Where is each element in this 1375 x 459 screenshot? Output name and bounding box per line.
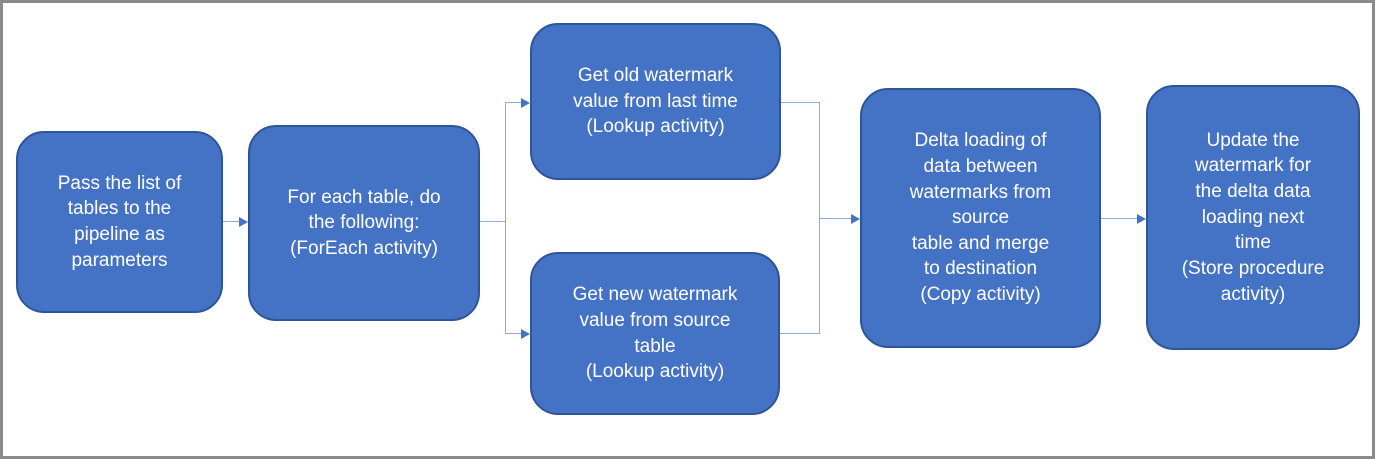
- connector-branch-vertical: [504, 102, 506, 334]
- connector-delta-to-update: [1101, 217, 1138, 219]
- arrowhead-icon: [521, 97, 530, 108]
- connector-foreach-stem: [480, 220, 506, 222]
- connector-old-to-merge: [781, 101, 820, 103]
- connector-pass-to-foreach: [223, 220, 240, 222]
- connector-new-to-merge: [780, 332, 820, 334]
- node-delta-loading: Delta loading of data between watermarks…: [860, 88, 1101, 348]
- node-get-old-watermark: Get old watermark value from last time (…: [530, 23, 781, 180]
- arrowhead-icon: [521, 328, 530, 339]
- connector-branch-to-new: [505, 332, 522, 334]
- connector-branch-to-old: [505, 101, 522, 103]
- connector-merge-to-delta: [819, 217, 852, 219]
- arrowhead-icon: [851, 213, 860, 224]
- node-get-new-watermark: Get new watermark value from source tabl…: [530, 252, 780, 415]
- arrowhead-icon: [1137, 213, 1146, 224]
- arrowhead-icon: [239, 216, 248, 227]
- node-foreach: For each table, do the following: (ForEa…: [248, 125, 480, 321]
- node-pass-tables: Pass the list of tables to the pipeline …: [16, 131, 223, 313]
- node-update-watermark: Update the watermark for the delta data …: [1146, 85, 1360, 350]
